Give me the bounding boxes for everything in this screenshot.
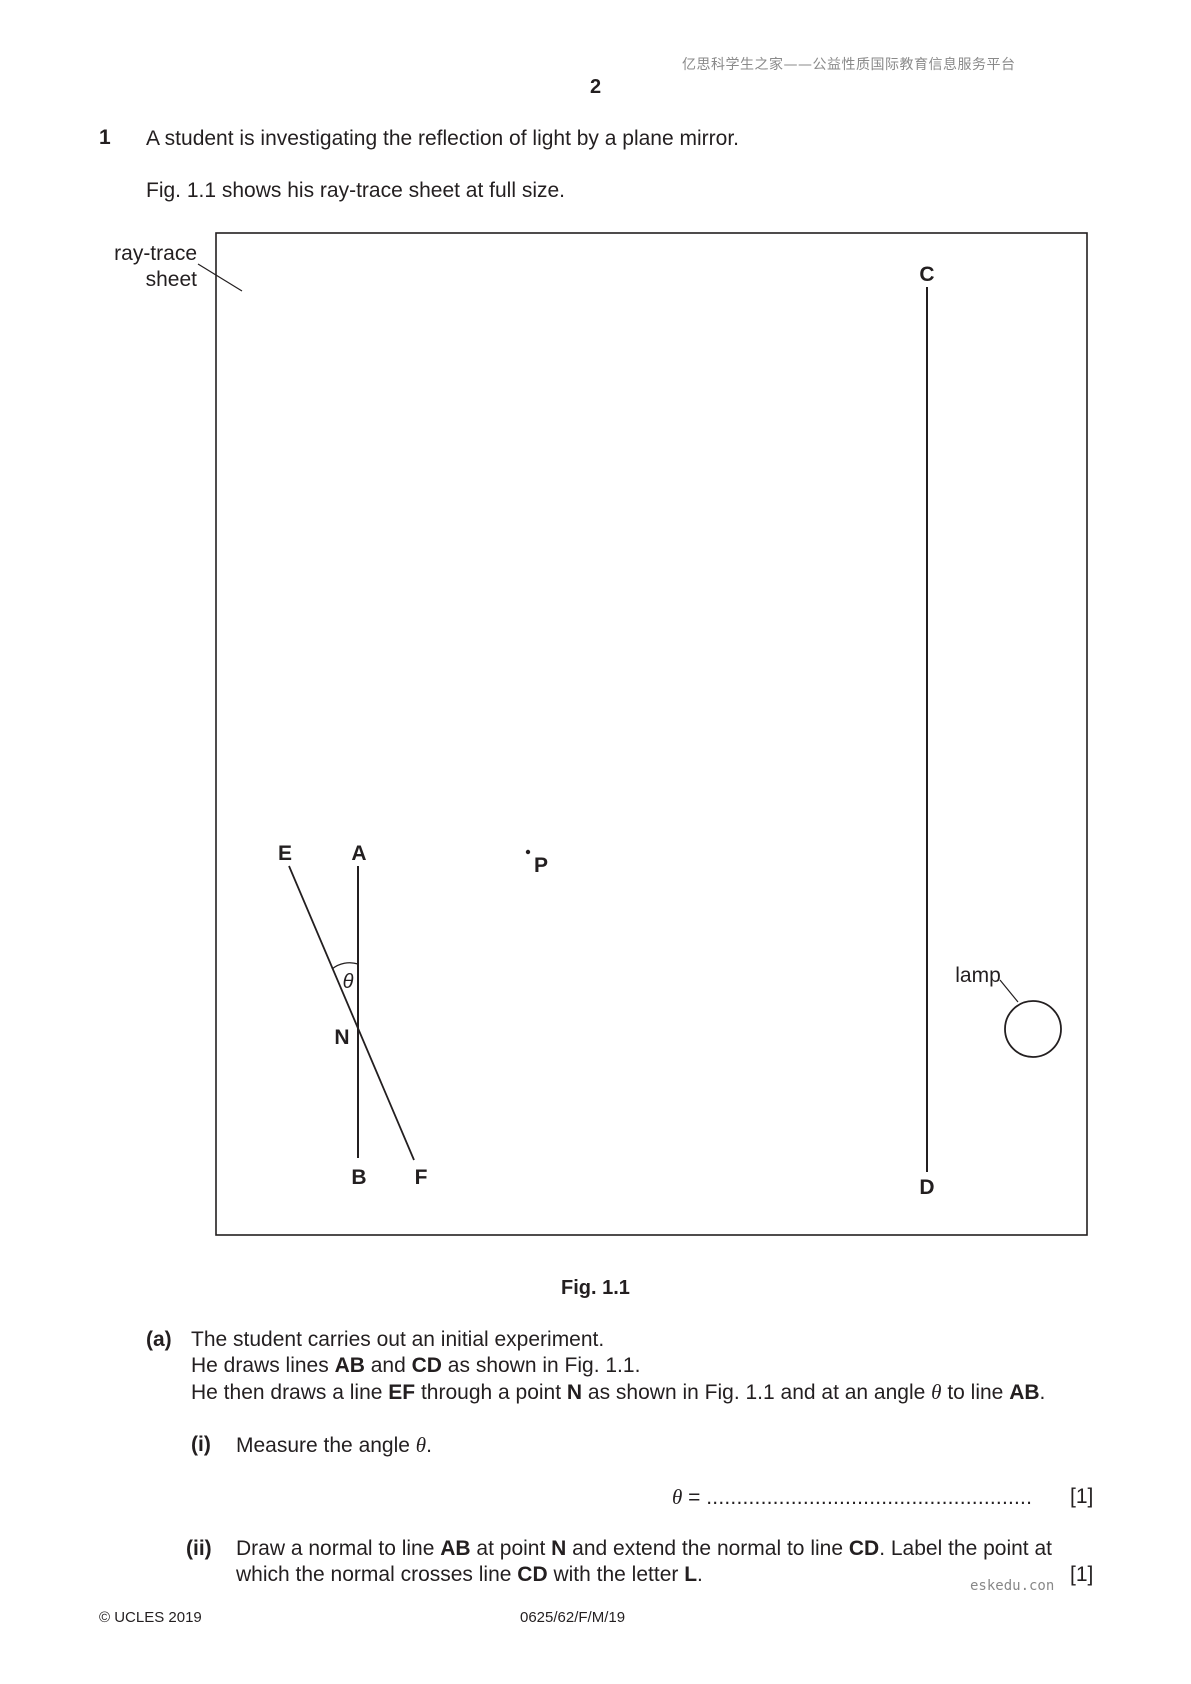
point-p-dot: [525, 849, 531, 855]
part-a-line2: He draws lines AB and CD as shown in Fig…: [191, 1354, 641, 1377]
sheet-label-line2: sheet: [146, 268, 198, 291]
label-d: D: [919, 1176, 934, 1199]
part-a-label: (a): [146, 1328, 172, 1351]
sheet-label-line1: ray-trace: [114, 242, 197, 265]
label-a: A: [351, 842, 366, 865]
label-p: P: [534, 854, 548, 877]
figure-intro: Fig. 1.1 shows his ray-trace sheet at fu…: [146, 179, 566, 202]
label-lamp: lamp: [955, 964, 1001, 987]
part-i-label: (i): [191, 1433, 211, 1456]
page-number: 2: [590, 76, 602, 98]
part-ii-line2: which the normal crosses line CD with th…: [236, 1563, 703, 1586]
label-theta: θ: [343, 971, 354, 993]
figure-caption: Fig. 1.1: [561, 1277, 630, 1299]
part-i-text: Measure the angle θ.: [236, 1433, 432, 1457]
theta-arc: [331, 962, 359, 970]
label-n: N: [334, 1026, 349, 1049]
sheet-leader-line: [197, 263, 243, 292]
theta-answer-line[interactable]: θ = ....................................…: [672, 1485, 1033, 1509]
lamp-leader-line: [999, 979, 1019, 1003]
label-e: E: [278, 842, 292, 865]
footer-copyright: © UCLES 2019: [99, 1609, 202, 1626]
lamp-circle: [1004, 1000, 1062, 1058]
part-ii-line1: Draw a normal to line AB at point N and …: [236, 1537, 1052, 1560]
part-ii-marks: [1]: [1070, 1563, 1094, 1586]
part-a-line3: He then draws a line EF through a point …: [191, 1380, 1046, 1404]
label-b: B: [351, 1166, 366, 1189]
question-number: 1: [99, 126, 111, 149]
part-ii-label: (ii): [186, 1537, 212, 1560]
site-watermark: eskedu.con: [970, 1578, 1055, 1594]
label-c: C: [919, 263, 934, 286]
ray-trace-sheet-border: [215, 232, 1088, 1236]
line-ef: [288, 865, 415, 1161]
watermark-text: 亿思科学生之家——公益性质国际教育信息服务平台: [682, 57, 1016, 73]
part-i-marks: [1]: [1070, 1485, 1094, 1508]
part-a-line1: The student carries out an initial exper…: [191, 1328, 605, 1351]
label-f: F: [415, 1166, 428, 1189]
footer-paper-code: 0625/62/F/M/19: [520, 1609, 626, 1626]
question-intro: A student is investigating the reflectio…: [146, 127, 739, 150]
